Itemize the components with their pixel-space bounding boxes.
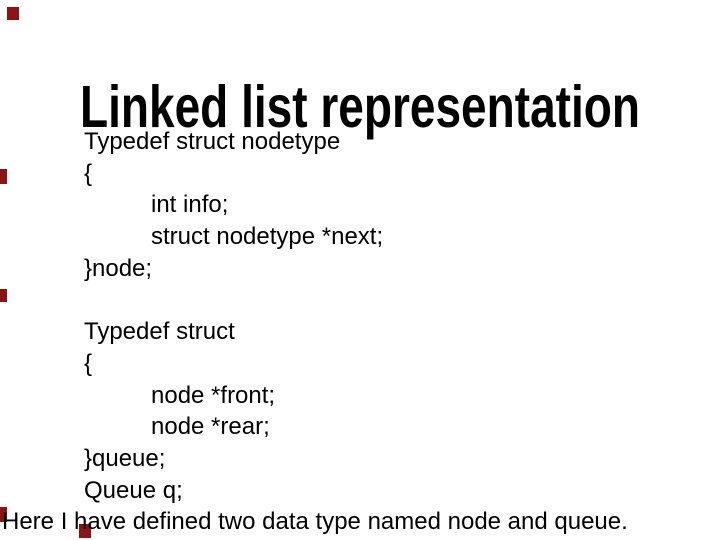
footer-text: Here I have defined two data type named … xyxy=(2,508,628,536)
code-line: Typedef struct nodetype xyxy=(84,128,341,155)
decoration-mark-top-left xyxy=(7,7,19,20)
slide-title: Linked list representation xyxy=(79,73,641,140)
decoration-mark-left-upper xyxy=(0,169,7,184)
blank-line xyxy=(0,284,720,316)
code-line: node *front; xyxy=(151,381,276,409)
code-line: }queue; xyxy=(84,444,166,472)
slide-body: Typedef struct nodetype { int info; stru… xyxy=(0,126,720,538)
code-line: Typedef struct xyxy=(84,318,235,346)
decoration-mark-left-lower xyxy=(0,507,7,522)
code-line: Queue q; xyxy=(84,476,183,504)
decoration-mark-bottom xyxy=(79,524,91,538)
code-line: node *rear; xyxy=(151,413,270,441)
code-line: int info; xyxy=(151,191,229,219)
code-line: struct nodetype *next; xyxy=(151,223,384,251)
decoration-mark-left-middle xyxy=(0,289,7,302)
code-line: { xyxy=(84,349,93,377)
code-line: { xyxy=(84,159,93,187)
code-line: }node; xyxy=(84,254,153,282)
